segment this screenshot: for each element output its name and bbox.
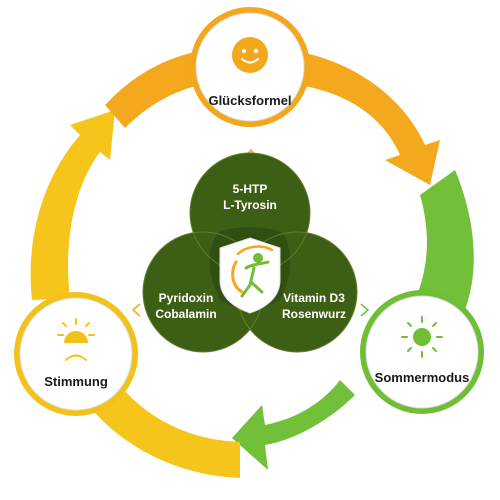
cycle-arrows xyxy=(30,48,474,478)
venn-diagram: 5-HTP L-Tyrosin Pyridoxin Cobalamin Vita… xyxy=(142,152,358,353)
venn-right-line2: Rosenwurz xyxy=(282,307,346,321)
node-top-label: Glücksformel xyxy=(208,93,291,108)
arrow-bottom-green xyxy=(232,380,355,470)
arrow-right-to-bottom xyxy=(415,170,474,330)
venn-left-line2: Cobalamin xyxy=(155,307,216,321)
node-left-label: Stimmung xyxy=(44,374,108,389)
arrow-left-to-top xyxy=(30,110,115,300)
node-right: Sommermodus xyxy=(360,290,484,414)
sun-icon xyxy=(401,316,443,358)
venn-left-line1: Pyridoxin xyxy=(159,291,214,305)
person-shield-logo xyxy=(219,237,281,314)
venn-top-line2: L-Tyrosin xyxy=(223,198,277,212)
pointer-left xyxy=(131,303,141,317)
node-right-label: Sommermodus xyxy=(375,370,470,385)
pointer-right xyxy=(360,303,370,317)
node-left: Stimmung xyxy=(14,292,138,416)
arrow-orange-upper-left xyxy=(105,52,200,128)
sunrise-sad-face-icon xyxy=(57,318,95,361)
venn-top-line1: 5-HTP xyxy=(233,182,268,196)
smiling-face-icon xyxy=(232,37,268,73)
venn-right-line1: Vitamin D3 xyxy=(283,291,345,305)
arrow-top-to-right xyxy=(270,48,440,185)
node-top: Glücksformel xyxy=(190,7,310,127)
